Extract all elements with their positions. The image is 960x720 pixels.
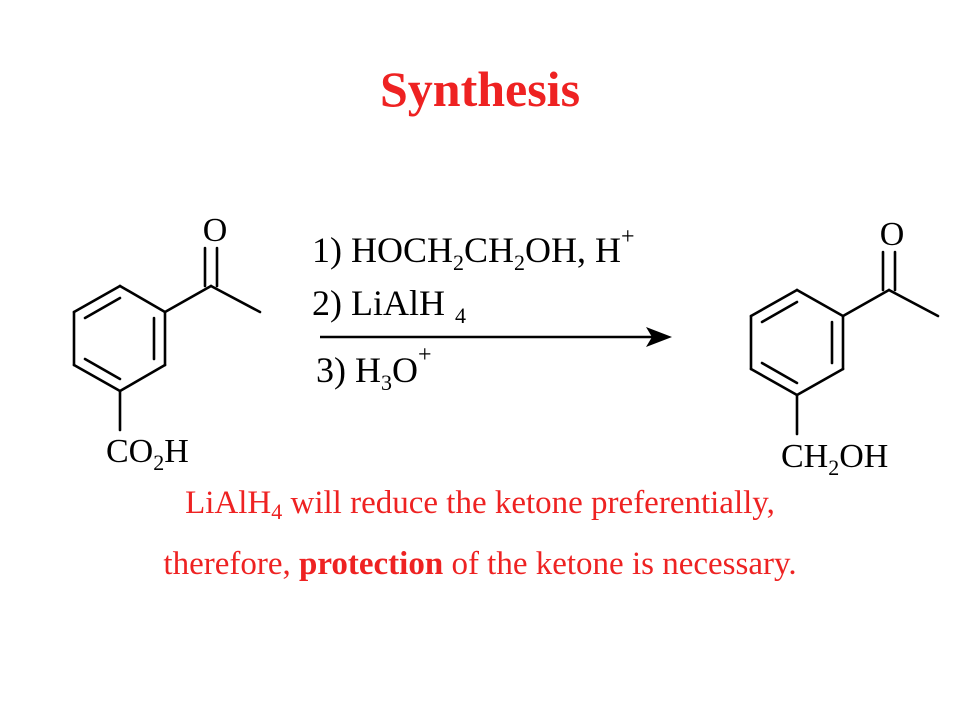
- reactant-carboxyl-group: CO2H: [106, 433, 189, 475]
- ring-bond: [118, 363, 167, 393]
- ring-bond: [795, 367, 845, 397]
- ring-bond: [749, 367, 799, 397]
- ring-inner-bond: [83, 296, 122, 320]
- note-line-2: therefore, protection of the ketone is n…: [163, 546, 797, 582]
- reaction-arrow: [320, 327, 672, 347]
- ring-bond: [72, 363, 122, 393]
- acetyl-bond: [163, 284, 213, 314]
- ring-bond: [118, 284, 167, 314]
- arrow-head: [646, 327, 672, 347]
- acetyl-bond: [841, 288, 891, 318]
- slide-title: Synthesis: [379, 61, 581, 117]
- ring-bond: [795, 288, 845, 318]
- ring-inner-bond: [760, 361, 799, 385]
- ring-inner-bond: [760, 300, 799, 324]
- condition-step-3: 3) H3O+: [316, 342, 432, 395]
- methyl-bond: [887, 288, 940, 318]
- emphasis-protection: protection: [298, 546, 444, 582]
- product-carbonyl-oxygen: O: [880, 216, 905, 253]
- atom-label: CH: [781, 438, 828, 475]
- reactant-carbonyl-oxygen: O: [203, 212, 228, 249]
- ring-bond: [72, 284, 122, 314]
- ring-inner-bond: [83, 357, 122, 381]
- atom-label: OH: [839, 438, 888, 475]
- note-line-1: LiAlH4 will reduce the ketone preferenti…: [185, 485, 775, 524]
- product-structure: [749, 250, 940, 436]
- condition-step-1: 1) HOCH2CH2OH, H+: [312, 224, 635, 275]
- subscript: 2: [153, 450, 164, 475]
- methyl-bond: [209, 284, 262, 314]
- subscript: 2: [828, 455, 839, 480]
- atom-label: H: [164, 433, 189, 470]
- atom-label: CO: [106, 433, 153, 470]
- product-hydroxymethyl-group: CH2OH: [781, 438, 888, 480]
- ring-bond: [749, 288, 799, 318]
- reactant-structure: [72, 246, 262, 432]
